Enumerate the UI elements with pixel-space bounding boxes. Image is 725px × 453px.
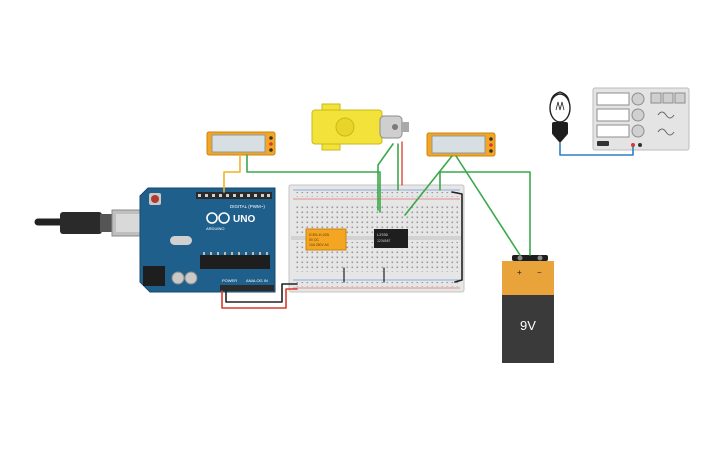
analog-label: ANALOG IN <box>246 278 268 283</box>
power-supply[interactable] <box>592 87 690 151</box>
usb-cable[interactable] <box>34 209 153 237</box>
wire-green-2[interactable] <box>404 155 453 216</box>
wire-motor-green[interactable] <box>377 143 394 211</box>
battery-plus: + <box>517 268 522 277</box>
wires <box>221 141 634 309</box>
relay[interactable]: ICE6-H-025 5V DC 10A 250V AC <box>305 228 347 251</box>
capacitor-1 <box>171 271 185 285</box>
waveform-buttons[interactable] <box>650 92 686 104</box>
power-jack <box>143 266 165 286</box>
sine-wave-icon <box>657 111 675 119</box>
digital-pins[interactable] <box>198 194 270 197</box>
light-bulb[interactable] <box>549 91 571 143</box>
motor-driver-ic[interactable]: L293D 1234567 <box>374 229 408 248</box>
multimeter-right[interactable] <box>426 132 496 157</box>
relay-line1: ICE6-H-025 <box>309 233 329 237</box>
wire-blue[interactable] <box>559 142 634 156</box>
capacitor-2 <box>184 271 198 285</box>
power-switch[interactable] <box>597 141 609 146</box>
arduino-uno[interactable]: DIGITAL (PWM~) UNO ARDUINO POWER ANALOG … <box>139 187 276 293</box>
usb-jack <box>170 236 192 245</box>
wire-black-ground[interactable] <box>225 283 298 303</box>
wire-red-power[interactable] <box>221 288 298 309</box>
ic-line1: L293D <box>377 233 388 237</box>
sine-wave-icon-2 <box>657 128 675 136</box>
digital-label: DIGITAL (PWM~) <box>230 204 265 209</box>
wire-orange[interactable] <box>223 154 241 193</box>
dc-motor[interactable] <box>311 103 409 151</box>
wire-green-3[interactable] <box>455 155 521 256</box>
wire-green-1[interactable] <box>246 154 381 213</box>
battery-9v[interactable]: + − 9V <box>502 255 554 363</box>
battery-label: 9V <box>520 318 536 333</box>
ic-line2: 1234567 <box>377 239 391 243</box>
power-header <box>220 285 274 291</box>
board-brand: ARDUINO <box>206 226 224 231</box>
wire-black-right[interactable] <box>451 191 463 283</box>
relay-line3: 10A 250V AC <box>309 243 330 247</box>
board-model: UNO <box>233 214 255 225</box>
multimeter-left[interactable] <box>206 131 276 156</box>
atmega-chip <box>200 255 270 269</box>
battery-minus: − <box>537 268 542 277</box>
wire-green-4[interactable] <box>439 171 531 256</box>
bottom-rail-holes <box>295 282 458 287</box>
arduino-logo-icon <box>206 212 230 224</box>
top-rail-holes <box>295 192 458 197</box>
power-label: POWER <box>222 278 237 283</box>
relay-line2: 5V DC <box>309 238 320 242</box>
